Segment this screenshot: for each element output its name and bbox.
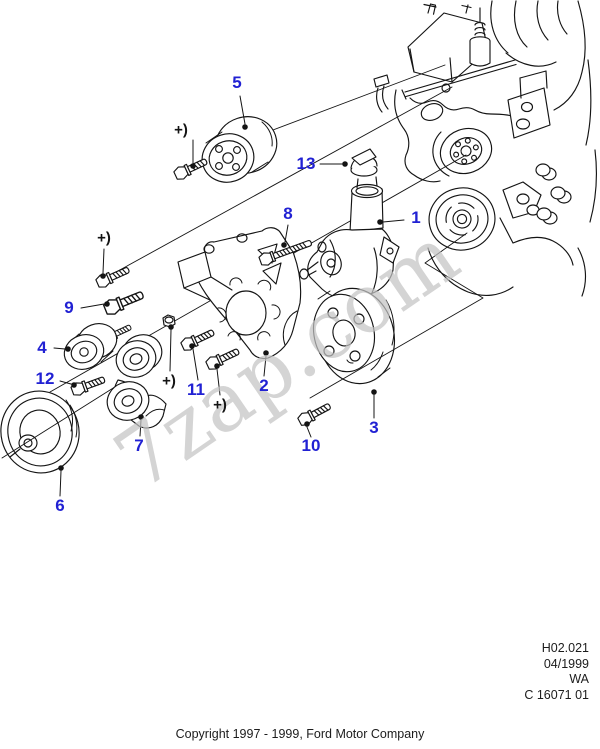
pulley-5: [172, 116, 278, 183]
engine-block-illustration: [373, 0, 597, 297]
ref-drawing-code: C 16071 01: [524, 687, 589, 702]
part-label-8[interactable]: 8: [283, 204, 293, 223]
crank-axis-line: [1, 384, 119, 459]
leader-lines: [53, 95, 405, 497]
power-steering-pump-1: [299, 148, 400, 310]
part-label-4[interactable]: 4: [37, 338, 47, 357]
part-label-10[interactable]: 10: [301, 436, 321, 455]
copyright-text: Copyright 1997 - 1999, Ford Motor Compan…: [175, 727, 425, 741]
part-label-7[interactable]: 7: [134, 436, 144, 455]
nut-plus: [162, 314, 176, 328]
drawing-reference-block: H02.021 04/1999 WA C 16071 01: [524, 641, 589, 703]
part-label-2[interactable]: 2: [259, 376, 269, 395]
ref-market-code: WA: [569, 672, 589, 687]
pulley-3-alignment-line: [309, 232, 484, 399]
bolt-11: [179, 325, 217, 354]
part-label-12[interactable]: 12: [35, 369, 55, 388]
part-label-9[interactable]: 9: [64, 298, 74, 317]
ref-date: 04/1999: [543, 656, 589, 671]
ref-sheet-number: H02.021: [541, 641, 589, 655]
part-label-6[interactable]: 6: [55, 496, 65, 515]
idler-pulley-4: [63, 323, 118, 370]
belt-tensioner-7: [106, 334, 167, 429]
part-label-5[interactable]: 5: [232, 73, 242, 92]
part-label-3[interactable]: 3: [369, 418, 379, 437]
part-label-1[interactable]: 1: [411, 208, 421, 227]
reservoir-cap-13: [350, 148, 378, 177]
part-label-13[interactable]: 13: [296, 154, 316, 173]
part-label-11[interactable]: 11: [187, 380, 205, 399]
